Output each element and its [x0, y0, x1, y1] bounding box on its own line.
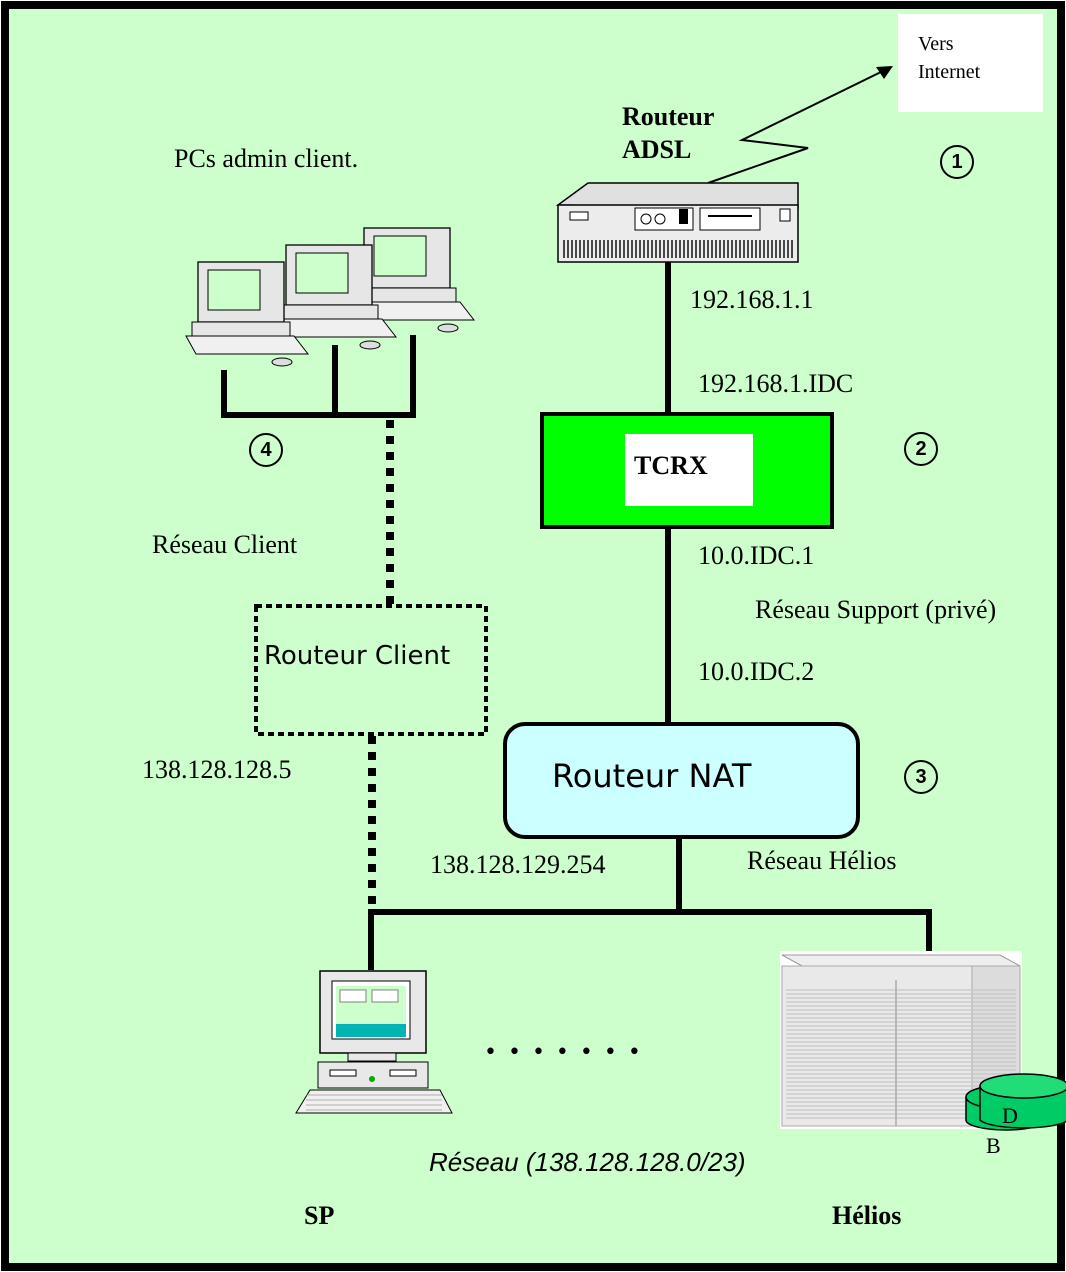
tcrx-out-ip-label: 10.0.IDC.1: [698, 541, 815, 570]
internet-arrow: [876, 66, 893, 79]
marker-3: 3: [904, 760, 938, 794]
admin-pcs-icon: [185, 227, 476, 367]
nat-in-ip-label: 10.0.IDC.2: [698, 657, 815, 686]
tcrx-in-ip-label: 192.168.1.IDC: [698, 369, 854, 398]
db-label-line1: D: [1002, 1103, 1018, 1128]
internet-label-line1: Vers: [918, 33, 954, 55]
internet-label: Vers Internet: [918, 30, 980, 86]
client-router-label: Routeur Client: [264, 641, 451, 671]
marker-4: 4: [249, 433, 283, 467]
marker-1: 1: [940, 145, 974, 179]
main-network-label: Réseau (138.128.128.0/23): [429, 1147, 746, 1177]
nat-out-ip-label: 138.128.129.254: [430, 850, 606, 879]
tcrx-label: TCRX: [634, 451, 708, 480]
client-network-label: Réseau Client: [152, 530, 298, 559]
adsl-router-icon: [555, 182, 799, 263]
internet-label-line2: Internet: [918, 61, 981, 83]
admin-pcs-label: PCs admin client.: [174, 144, 359, 173]
database-icon: [965, 1073, 1066, 1131]
marker-2: 2: [904, 432, 938, 466]
helios-label: Hélios: [832, 1201, 902, 1230]
internet-link: [707, 69, 886, 184]
adsl-ip-label: 192.168.1.1: [690, 285, 814, 314]
admin-pcs-bus: [221, 335, 416, 418]
ellipsis: • • • • • • •: [484, 1040, 643, 1065]
nat-router-box: [503, 722, 860, 839]
adsl-router-label-line1: Routeur: [622, 102, 715, 131]
sp-workstation-icon: [295, 970, 453, 1114]
nat-router-label: Routeur NAT: [552, 757, 752, 795]
sp-label: SP: [304, 1201, 335, 1230]
tcrx-label-bg: [625, 434, 753, 506]
tcrx-box: [540, 412, 834, 529]
adsl-router-label: Routeur ADSL: [622, 100, 714, 166]
client-router-ip-label: 138.128.128.5: [142, 755, 292, 784]
helios-network-label: Réseau Hélios: [747, 846, 897, 875]
adsl-router-label-line2: ADSL: [622, 135, 692, 164]
db-label: D: [1002, 1102, 1018, 1130]
internet-box: [898, 14, 1043, 112]
client-router-box: [254, 604, 488, 736]
db-label-line2: B: [986, 1133, 1001, 1158]
support-network-label: Réseau Support (privé): [755, 595, 997, 624]
